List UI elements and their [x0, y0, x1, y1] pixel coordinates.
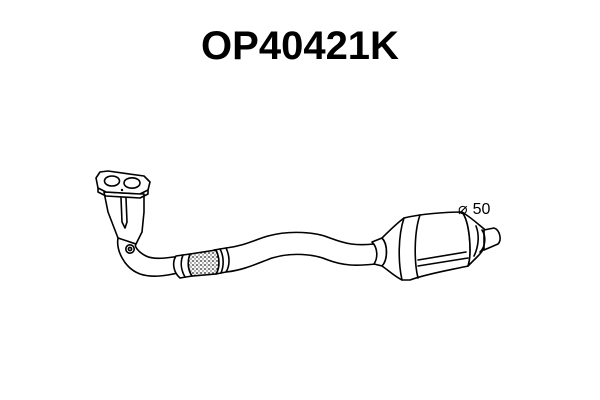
manifold-flange: [95, 170, 151, 199]
diameter-icon: ⌀: [458, 201, 468, 218]
front-downpipe: [103, 191, 183, 277]
catalytic-converter: [371, 211, 489, 281]
sensor-boss-icon: [125, 244, 136, 255]
outlet-pipe: [479, 227, 501, 253]
part-number-title: OP40421K: [201, 24, 399, 68]
flexible-joint: [172, 247, 230, 279]
diameter-annotation: ⌀50: [458, 200, 490, 220]
diameter-value: 50: [472, 201, 491, 218]
intermediate-pipe: [225, 231, 377, 273]
